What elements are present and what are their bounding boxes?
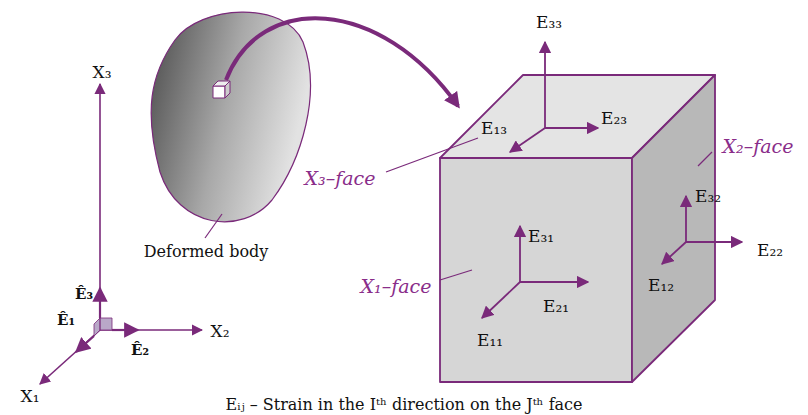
zoom-arrow [226,18,458,106]
leader-line [205,214,222,238]
face-label: X₂–face [723,136,794,157]
origin-square [94,318,112,336]
face-label: X₁–face [361,276,432,297]
element-cube [440,75,715,382]
strain-label: E₃₂ [695,187,721,206]
unit-vector-label: Ê₁ [57,312,75,329]
deformed-body [151,12,310,222]
face-label: X₃–face [305,168,376,189]
caption: Eᵢⱼ – Strain in the Iᵗʰ direction on the… [225,395,582,414]
face-leaders [386,138,712,280]
strain-label: E₁₃ [481,119,507,138]
axis-label: X₂ [211,322,230,341]
strain-label: E₂₃ [601,109,627,128]
strain-label: E₂₁ [543,297,569,316]
axis-label: X₁ [21,387,40,406]
strain-label: E₁₁ [477,331,503,350]
strain-label: E₂₂ [757,241,783,260]
unit-vector-label: Ê₃ [75,286,93,303]
strain-label: E₁₂ [648,276,674,295]
part-label: Deformed body [144,243,269,261]
strain-label: E₃₁ [528,227,554,246]
unit-vector-label: Ê₂ [131,342,149,359]
strain-arrows [482,42,742,318]
small-cube [213,81,230,98]
strain-label: E₃₃ [536,13,562,32]
axis-label: X₃ [93,63,112,82]
